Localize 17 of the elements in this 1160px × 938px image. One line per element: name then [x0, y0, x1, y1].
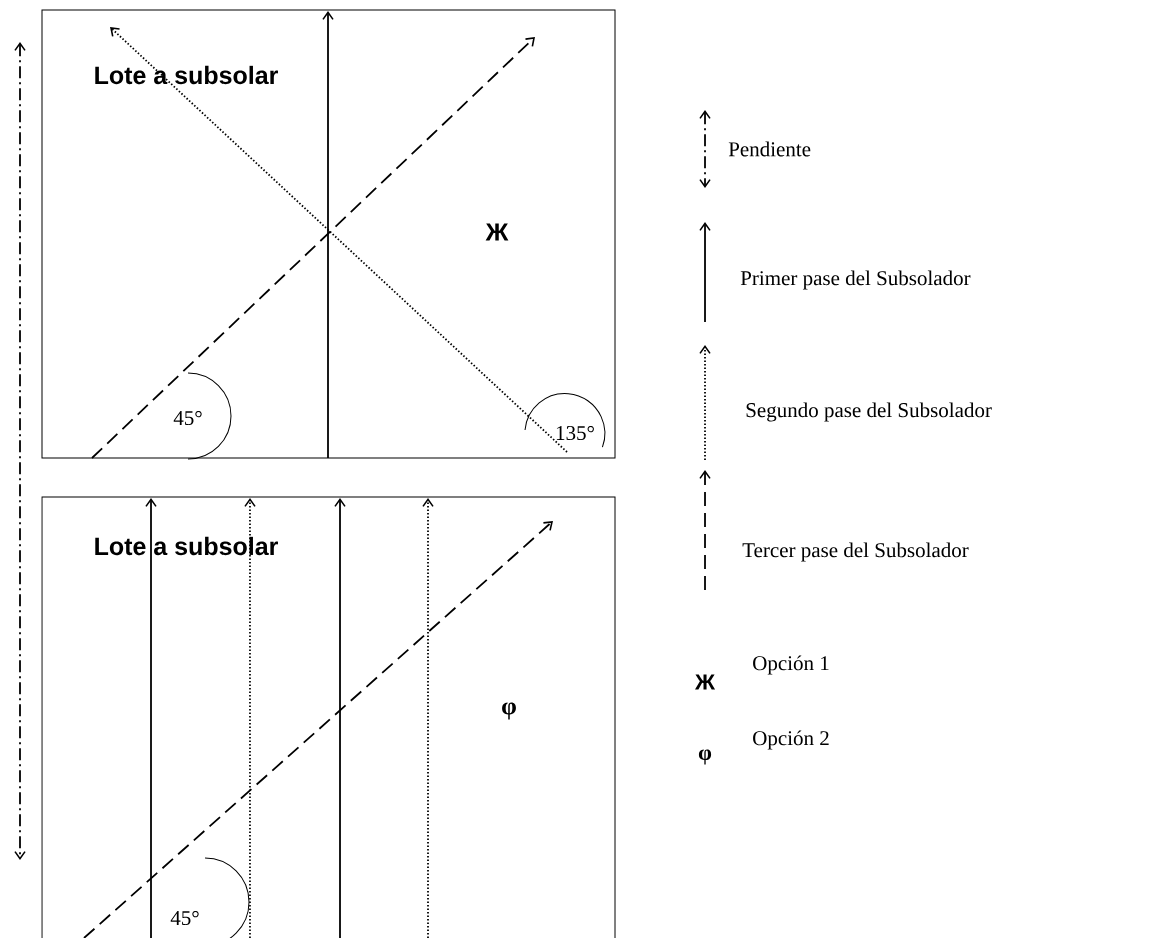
option-symbol: Ж	[695, 674, 716, 690]
legend-text: Segundo pase del Subsolador	[746, 402, 992, 422]
field-box	[41, 9, 616, 459]
angle-label: 135°	[556, 425, 594, 441]
option-symbol: φ	[502, 702, 516, 720]
angle-label: 45°	[173, 410, 202, 426]
legend-text: Primer pase del Subsolador	[740, 270, 971, 290]
field-title: Lote a subsolar	[95, 65, 278, 85]
legend-text: Tercer pase del Subsolador	[742, 542, 969, 562]
option-symbol: φ	[698, 749, 712, 765]
field-title: Lote a subsolar	[95, 536, 278, 556]
option-symbol: Ж	[485, 223, 509, 241]
legend-text: Opción 2	[753, 730, 829, 750]
legend-text: Pendiente	[728, 141, 811, 157]
field-box	[41, 496, 616, 938]
legend-text: Opción 1	[753, 655, 829, 675]
angle-label: 45°	[170, 910, 199, 926]
